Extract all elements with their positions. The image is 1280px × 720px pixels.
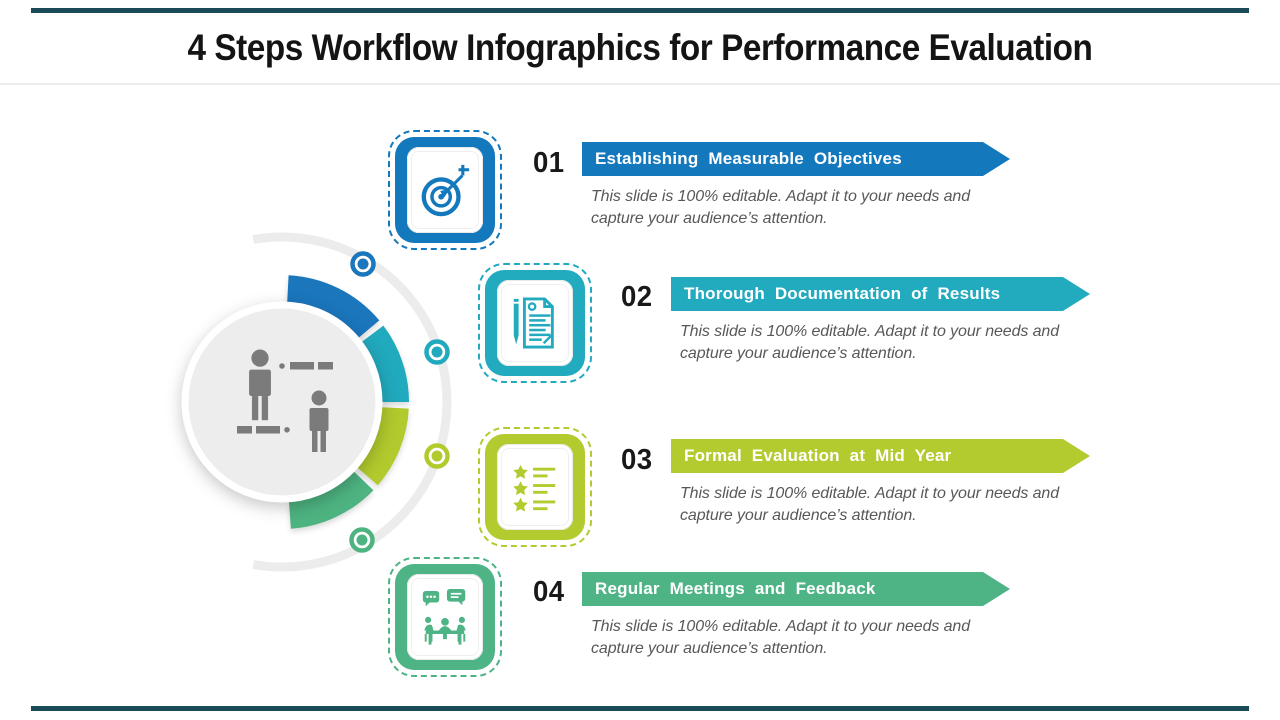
meeting-feedback-icon: [422, 589, 466, 645]
center-circle: [181, 301, 383, 503]
step1-desc-line1: This slide is 100% editable. Adapt it to…: [591, 188, 971, 205]
marker-bullet-step4: [349, 527, 375, 553]
step3-title: Formal Evaluation at Mid Year: [684, 446, 952, 465]
step1-icon-box: [388, 130, 502, 250]
step1-number: 01: [533, 147, 565, 179]
step2-icon-card: [497, 280, 573, 366]
step3-description: This slide is 100% editable. Adapt it to…: [680, 483, 1059, 527]
step1-desc-line2: capture your audience’s attention.: [591, 210, 828, 227]
step2-title: Thorough Documentation of Results: [684, 284, 1001, 303]
marker-bullet-step1: [350, 251, 376, 277]
ring-segment-step3: [357, 407, 409, 486]
step2-icon-frame: [485, 270, 585, 376]
outer-track-arc: [252, 232, 452, 572]
ring-segment-step1: [287, 275, 380, 338]
people-exchange-icon: [237, 349, 333, 452]
step1-title: Establishing Measurable Objectives: [595, 149, 902, 168]
ring-segments: [287, 275, 409, 529]
step4-icon-box: [388, 557, 502, 677]
step3-desc-line1: This slide is 100% editable. Adapt it to…: [680, 485, 1060, 502]
step1-title-banner: Establishing Measurable Objectives: [582, 142, 1010, 176]
step2-number: 02: [621, 281, 653, 313]
step2-icon-box: [478, 263, 592, 383]
top-accent-bar: [31, 8, 1249, 13]
step4-description: This slide is 100% editable. Adapt it to…: [591, 616, 970, 660]
step3-icon-box: [478, 427, 592, 547]
title-divider: [0, 83, 1280, 85]
step3-icon-card: [497, 444, 573, 530]
step3-number: 03: [621, 444, 653, 476]
step4-icon-card: [407, 574, 483, 660]
step4-title-banner: Regular Meetings and Feedback: [582, 572, 1010, 606]
step1-icon-card: [407, 147, 483, 233]
star-checklist-icon: [513, 464, 556, 512]
step3-title-banner: Formal Evaluation at Mid Year: [671, 439, 1090, 473]
ring-segment-step4: [289, 471, 374, 529]
step2-desc-line2: capture your audience’s attention.: [680, 345, 917, 362]
step2-title-banner: Thorough Documentation of Results: [671, 277, 1090, 311]
target-icon: [421, 164, 470, 217]
step4-icon-frame: [395, 564, 495, 670]
page-title: 4 Steps Workflow Infographics for Perfor…: [187, 27, 1093, 68]
step1-description: This slide is 100% editable. Adapt it to…: [591, 186, 970, 230]
step2-desc-line1: This slide is 100% editable. Adapt it to…: [680, 323, 1060, 340]
step3-desc-line2: capture your audience’s attention.: [680, 507, 917, 524]
step4-desc-line2: capture your audience’s attention.: [591, 640, 828, 657]
marker-bullet-step3: [424, 443, 450, 469]
workflow-ring-diagram: [85, 228, 485, 573]
document-pen-icon: [513, 297, 554, 349]
step4-number: 04: [533, 576, 565, 608]
step1-icon-frame: [395, 137, 495, 243]
step2-description: This slide is 100% editable. Adapt it to…: [680, 321, 1059, 365]
ring-diagram-svg: [181, 232, 452, 572]
bottom-accent-bar: [31, 706, 1249, 711]
ring-segment-step2: [361, 325, 409, 402]
step3-icon-frame: [485, 434, 585, 540]
step4-title: Regular Meetings and Feedback: [595, 579, 876, 598]
step4-desc-line1: This slide is 100% editable. Adapt it to…: [591, 618, 971, 635]
marker-bullet-step2: [424, 339, 450, 365]
